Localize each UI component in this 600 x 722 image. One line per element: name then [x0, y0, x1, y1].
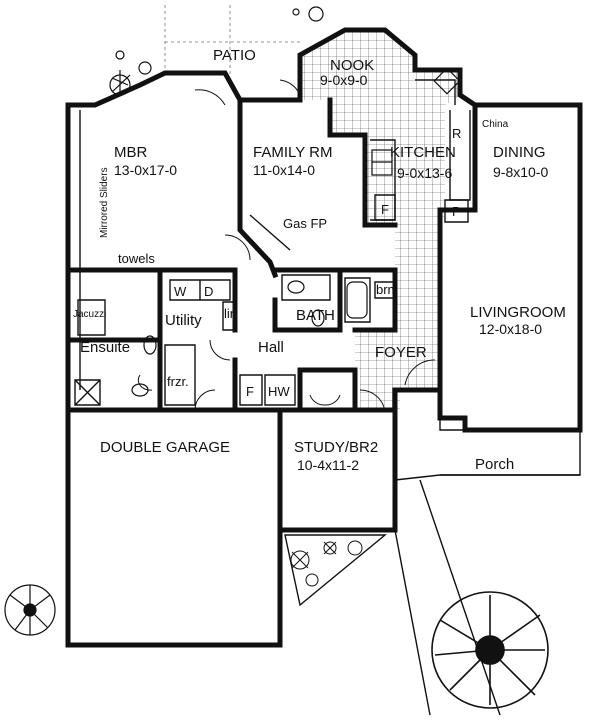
fridge-label: R — [452, 126, 461, 141]
kitchen-label: KITCHEN — [390, 144, 456, 161]
patio-label: PATIO — [213, 47, 256, 64]
freezer-label: frzr. — [167, 374, 189, 389]
kitchen-dims: 9-0x13-6 — [397, 165, 452, 181]
pantry-label: P — [452, 204, 461, 219]
shrub-icon — [292, 6, 324, 22]
patio-area — [164, 5, 300, 75]
walls — [65, 27, 583, 648]
fixture-labels: China Gas FP towels Mirrored Sliders Jac… — [73, 119, 509, 399]
mbr-label: MBR — [114, 144, 148, 161]
utility-label: Utility — [165, 312, 202, 329]
garage-label: DOUBLE GARAGE — [100, 439, 230, 456]
kitchen-sink-icon — [371, 149, 393, 176]
room-labels: PATIO NOOK 9-0x9-0 MBR 13-0x17-0 FAMILY … — [80, 47, 566, 473]
bath-label: BATH — [296, 307, 335, 324]
bathtub-icon — [346, 281, 368, 319]
dryer-label: D — [204, 284, 213, 299]
hall-cabinet-label: F — [246, 384, 254, 399]
ensuite-sink-icon — [143, 335, 157, 355]
mirrored-sliders-label: Mirrored Sliders — [99, 167, 110, 238]
shrub-icon — [109, 50, 152, 96]
detail-lines — [74, 79, 581, 716]
towels-label: towels — [118, 251, 155, 266]
porch-label: Porch — [475, 456, 514, 473]
ensuite-label: Ensuite — [80, 339, 130, 356]
living-room-label: LIVINGROOM — [470, 304, 566, 321]
gas-fireplace-label: Gas FP — [283, 216, 327, 231]
foyer-label: FOYER — [375, 344, 427, 361]
tree-icon — [4, 584, 56, 636]
door-swings — [137, 79, 436, 413]
china-label: China — [482, 119, 509, 130]
family-room-dims: 11-0x14-0 — [253, 162, 315, 178]
kitchen-range-icon — [433, 67, 461, 95]
bath-sink-icon — [287, 280, 305, 294]
linen-label: lin — [224, 306, 237, 321]
living-room-dims: 12-0x18-0 — [479, 321, 542, 337]
kitchen-cabinet-label: F — [381, 202, 389, 217]
washer-label: W — [174, 284, 187, 299]
planter-bed — [284, 534, 387, 607]
hall-label: Hall — [258, 339, 284, 356]
dining-label: DINING — [493, 144, 546, 161]
mbr-dims: 13-0x17-0 — [114, 162, 177, 178]
broom-closet-label: brm — [376, 282, 398, 297]
nook-dims: 9-0x9-0 — [320, 72, 368, 88]
family-room-label: FAMILY RM — [253, 144, 332, 161]
dining-dims: 9-8x10-0 — [493, 164, 548, 180]
bath-toilet-icon — [311, 309, 325, 327]
study-label: STUDY/BR2 — [294, 439, 378, 456]
tree-icon — [431, 591, 549, 709]
jacuzzi-label: Jacuzzi — [73, 309, 106, 320]
water-heater-label: HW — [268, 384, 290, 399]
study-dims: 10-4x11-2 — [297, 457, 359, 473]
fixtures — [131, 67, 461, 397]
landscaping — [4, 6, 549, 709]
nook-label: NOOK — [330, 57, 374, 74]
ensuite-toilet-icon — [131, 383, 149, 397]
